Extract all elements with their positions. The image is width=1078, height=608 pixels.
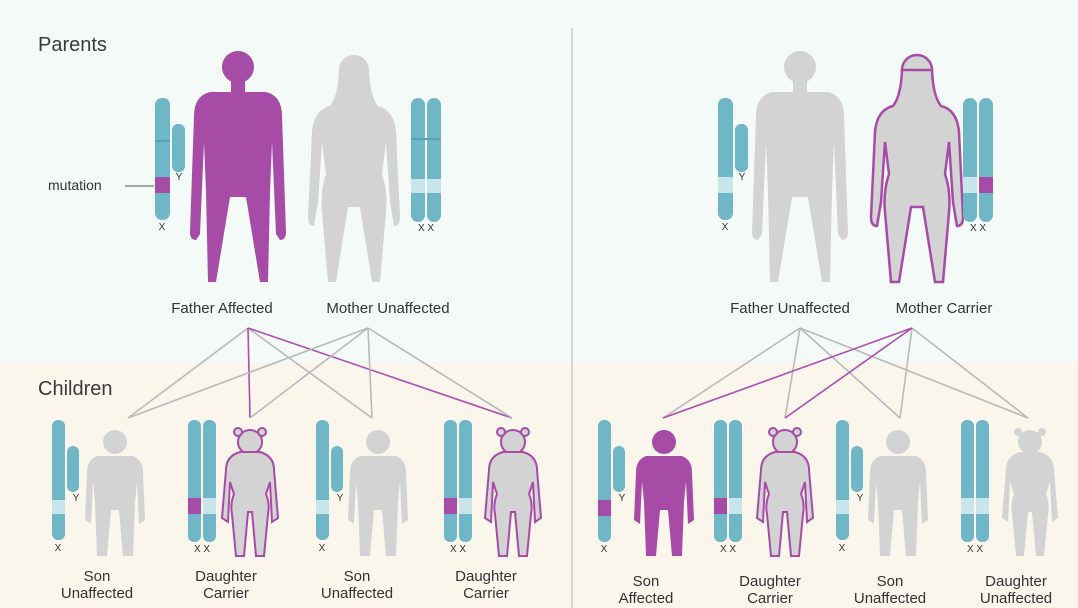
child-1-label-line1: Son [42, 568, 152, 585]
child-1-label: Son Unaffected [42, 568, 152, 602]
left-father-label: Father Affected [171, 300, 272, 317]
right-mother-label: Mother Carrier [896, 300, 993, 317]
child-2-label-line2: Carrier [171, 585, 281, 602]
child-1-label-line2: Unaffected [42, 585, 152, 602]
father-x-tag-left: X [159, 222, 166, 233]
father-y-tag-right: Y [739, 172, 746, 183]
child-6-label: Daughter Carrier [715, 573, 825, 607]
child-5-label-line2: Affected [591, 590, 701, 607]
child-3-label-line2: Unaffected [302, 585, 412, 602]
mother-xx-tag-left: X X [418, 223, 434, 234]
child-5-label: Son Affected [591, 573, 701, 607]
child-3-label-line1: Son [302, 568, 412, 585]
child-8-xx-tag: X X [967, 544, 983, 555]
child-8-label: Daughter Unaffected [961, 573, 1071, 607]
father-y-tag-left: Y [176, 172, 183, 183]
child-7-label: Son Unaffected [835, 573, 945, 607]
child-6-xx-tag: X X [720, 544, 736, 555]
child-5-label-line1: Son [591, 573, 701, 590]
child-2-label: Daughter Carrier [171, 568, 281, 602]
child-4-label-line1: Daughter [431, 568, 541, 585]
child-3-label: Son Unaffected [302, 568, 412, 602]
child-3-y-tag: Y [337, 493, 344, 504]
mutation-label: mutation [48, 177, 102, 193]
child-3-x-tag: X [319, 543, 326, 554]
child-4-xx-tag: X X [450, 544, 466, 555]
child-6-label-line1: Daughter [715, 573, 825, 590]
child-7-label-line2: Unaffected [835, 590, 945, 607]
child-2-label-line1: Daughter [171, 568, 281, 585]
father-x-tag-right: X [722, 222, 729, 233]
child-5-x-tag: X [601, 544, 608, 555]
child-4-label-line2: Carrier [431, 585, 541, 602]
child-8-label-line1: Daughter [961, 573, 1071, 590]
children-heading: Children [38, 378, 112, 401]
child-6-label-line2: Carrier [715, 590, 825, 607]
child-7-y-tag: Y [857, 493, 864, 504]
child-8-label-line2: Unaffected [961, 590, 1071, 607]
right-father-label: Father Unaffected [730, 300, 850, 317]
child-1-y-tag: Y [73, 493, 80, 504]
child-7-label-line1: Son [835, 573, 945, 590]
child-5-y-tag: Y [619, 493, 626, 504]
child-4-label: Daughter Carrier [431, 568, 541, 602]
parents-heading: Parents [38, 34, 107, 57]
mother-xx-tag-right: X X [970, 223, 986, 234]
child-7-x-tag: X [839, 543, 846, 554]
child-1-x-tag: X [55, 543, 62, 554]
child-2-xx-tag: X X [194, 544, 210, 555]
left-mother-label: Mother Unaffected [326, 300, 449, 317]
